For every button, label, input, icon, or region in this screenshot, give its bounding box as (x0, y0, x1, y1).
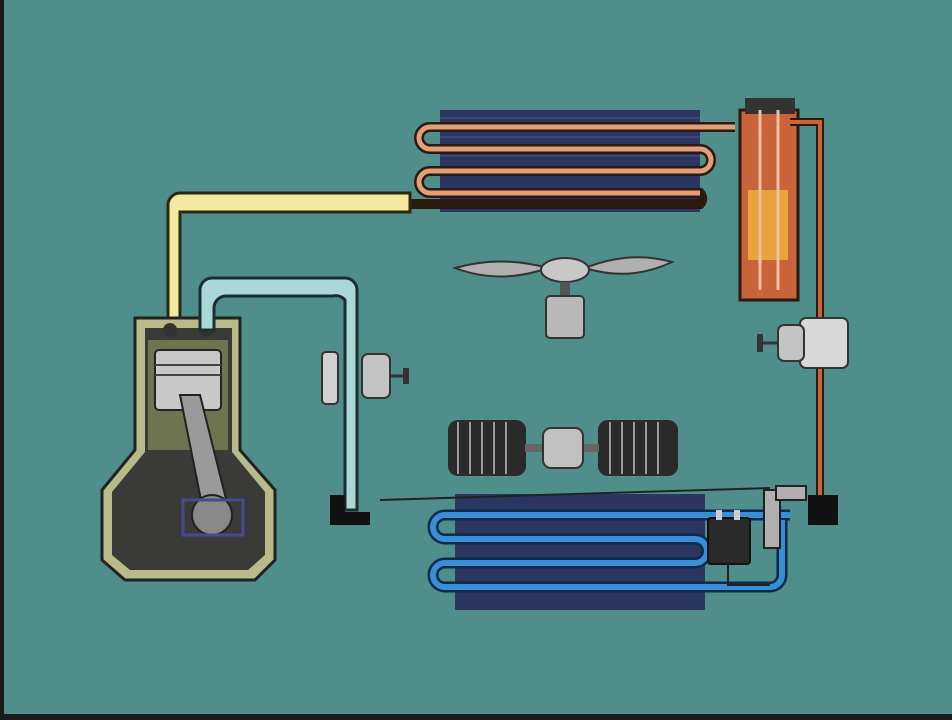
evaporator (427, 494, 790, 610)
frame-edge-left (0, 0, 4, 720)
frame-edge-bottom (0, 714, 952, 720)
high-side-service-valve (757, 317, 849, 369)
evaporator-blower (448, 420, 678, 476)
expansion-valve (763, 485, 807, 549)
suction-fitting (330, 495, 370, 525)
suction-line (198, 276, 359, 512)
compressor (100, 316, 277, 582)
thermostat-switch (707, 510, 770, 586)
low-side-service-valve (321, 351, 409, 405)
discharge-line (166, 191, 412, 330)
condenser-fan (451, 256, 675, 339)
condenser (410, 110, 735, 212)
capillary-tube (379, 487, 771, 501)
liquid-line-fitting (808, 495, 838, 525)
receiver-drier (738, 98, 800, 302)
